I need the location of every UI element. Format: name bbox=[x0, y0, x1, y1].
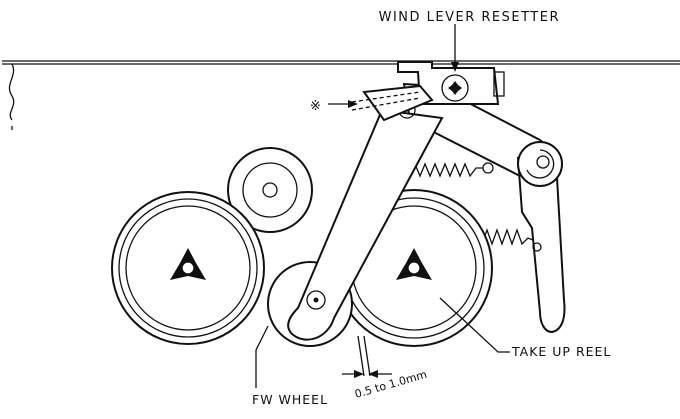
clearance-dimension bbox=[342, 335, 392, 378]
idler-pulley bbox=[227, 147, 313, 233]
top-link bbox=[351, 84, 434, 122]
clearance-label: 0.5 to 1.0mm bbox=[353, 368, 428, 401]
marker-arrow bbox=[328, 100, 358, 108]
take-up-reel-label: TAKE UP REEL bbox=[511, 344, 611, 359]
ratchet-cam bbox=[517, 141, 563, 187]
left-reel bbox=[111, 191, 265, 345]
marker-label: ※ bbox=[310, 99, 321, 114]
right-lever bbox=[516, 156, 566, 334]
wind-lever-resetter-label: WIND LEVER RESETTER bbox=[379, 10, 560, 25]
top-plate bbox=[2, 60, 680, 130]
fw-wheel-label: FW WHEEL bbox=[252, 392, 328, 407]
leader-lines bbox=[255, 297, 510, 388]
swing-arm bbox=[287, 101, 444, 341]
